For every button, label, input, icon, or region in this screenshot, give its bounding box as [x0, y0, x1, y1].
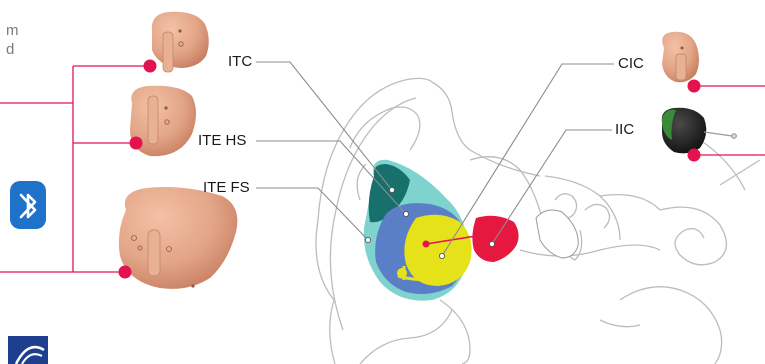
label-ite-fs: ITE FS [203, 179, 250, 196]
marker-ite-hs [130, 137, 143, 150]
cut-text-line-2: d [6, 41, 14, 59]
device-ite-fs [119, 187, 238, 289]
marker-cic [688, 80, 701, 93]
label-cic: CIC [618, 55, 644, 72]
partial-logo-icon [8, 336, 48, 364]
device-itc [152, 12, 209, 72]
marker-itc [144, 60, 157, 73]
label-itc: ITC [228, 53, 252, 70]
device-iic [662, 108, 737, 154]
label-iic: IIC [615, 121, 634, 138]
cut-text-line-1: m [6, 22, 19, 40]
label-ite-hs: ITE HS [198, 132, 246, 149]
ear-canal-shape [536, 210, 578, 258]
marker-iic [688, 149, 701, 162]
fit-zones [364, 160, 519, 301]
marker-ite-fs [119, 266, 132, 279]
device-cic [662, 32, 699, 83]
bluetooth-icon [10, 181, 46, 229]
